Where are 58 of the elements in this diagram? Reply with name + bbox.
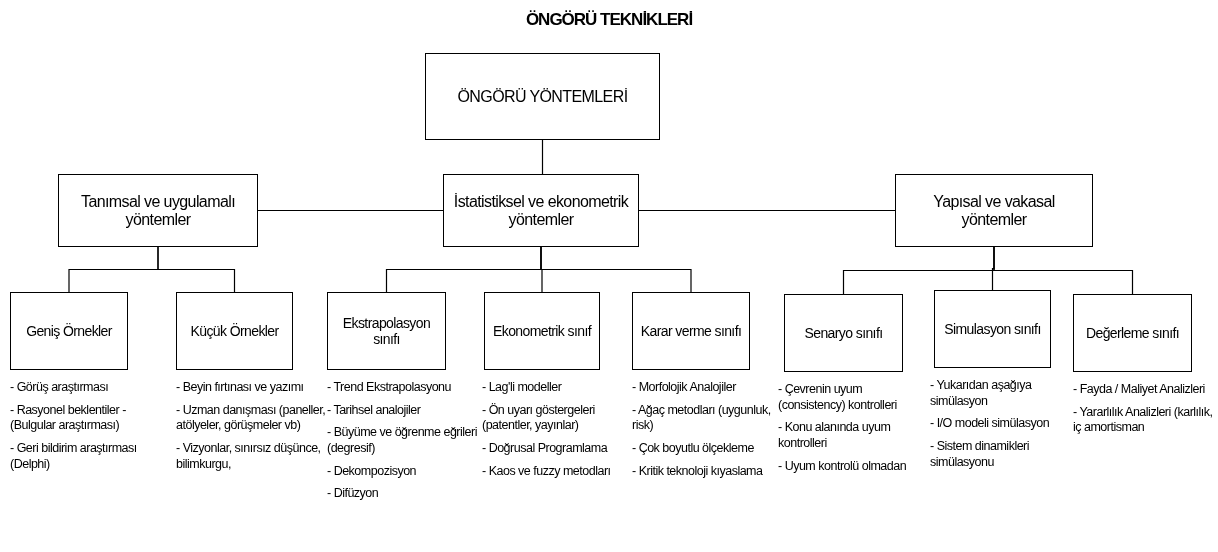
method-list-item: - Geri bildirim araştırması (Delphi) [10, 440, 138, 473]
method-box [176, 292, 293, 370]
method-list-item: - Difüzyon [327, 486, 380, 502]
box-label: Tanımsal ve uygulamalı yöntemler [80, 192, 236, 229]
box-label: Karar verme sınıfı [639, 323, 743, 339]
connector-line [257, 209, 444, 212]
box-label: Ekonometrik sınıf [492, 323, 593, 339]
method-box [934, 290, 1051, 368]
box-label: İstatistiksel ve ekonometrik yöntemler [452, 192, 630, 229]
connector-line [157, 246, 236, 293]
method-box [784, 294, 903, 372]
method-list-item: - Kaos ve fuzzy metodları [482, 463, 612, 480]
method-box [58, 174, 258, 247]
method-list-item: - Büyüme ve öğrenme eğrileri (degresif) [327, 425, 478, 457]
diagram-title: ÖNGÖRÜ TEKNİKLERİ [524, 10, 694, 30]
method-list-item: - Yararlılık Analizleri (karlılık, iç amortisman [1073, 404, 1214, 436]
box-label: ÖNGÖRÜ YÖNTEMLERİ [456, 87, 629, 106]
method-list-item: - Tarihsel analojiler [327, 402, 422, 419]
method-box [327, 292, 446, 370]
method-list-item: - Vizyonlar, sınırsız düşünce, bilimkurgu, [176, 440, 322, 473]
method-list-item: - Sistem dinamikleri simülasyonu [930, 438, 1031, 471]
box-label: Simulasyon sınıfı [943, 321, 1042, 337]
method-list-item: - Uzman danışması (paneller, atölyeler, görüşmeler vb) [176, 402, 326, 434]
method-list-item: - Beyin fırtınası ve yazımı [176, 380, 305, 396]
method-box [10, 292, 128, 370]
method-box [443, 174, 639, 247]
method-box [895, 174, 1093, 247]
method-list-item: - Çok boyutlu ölçekleme [632, 440, 755, 457]
connector-line [638, 209, 896, 212]
connector-line [540, 246, 692, 293]
method-list-item: - Doğrusal Programlama [482, 440, 609, 457]
method-list-item: - Trend Ekstrapolasyonu [327, 380, 452, 396]
method-list-item: - Dekompozisyon [327, 463, 418, 480]
method-box [425, 53, 660, 140]
box-label: Değerleme sınıfı [1084, 325, 1181, 341]
connector-line [541, 139, 544, 175]
method-list-item: - Konu alanında uyum kontrolleri [778, 420, 892, 452]
method-list-item: - Fayda / Maliyet Analizleri [1073, 382, 1206, 398]
connector-line [993, 246, 1134, 295]
method-box [632, 292, 750, 370]
method-list-item: - Kritik teknoloji kıyaslama [632, 463, 764, 480]
method-list-item: - Görüş araştırması [10, 380, 110, 396]
method-box [1073, 294, 1192, 372]
method-list-item: - Morfolojik Analojiler [632, 380, 738, 396]
box-label: Yapısal ve vakasal yöntemler [932, 192, 1056, 229]
box-label: Senaryo sınıfı [803, 325, 884, 341]
method-list-item: - Lag'li modeller [482, 380, 563, 396]
method-list-item: - Ağaç metodları (uygunluk, risk) [632, 402, 772, 434]
method-list-item: - Rasyonel beklentiler - (Bulgular araştırması) [10, 402, 127, 434]
method-list-item: - Yukarıdan aşağıya simülasyon [930, 378, 1033, 410]
box-label: Geniş Örnekler [25, 323, 114, 339]
box-label: Ekstrapolasyon sınıfı [341, 315, 432, 347]
method-list-item: - Ön uyarı göstergeleri (patentler, yayınlar) [482, 402, 596, 434]
method-box [484, 292, 600, 370]
method-list-item: - I/O modeli simülasyon [930, 416, 1051, 432]
method-list-item: - Uyum kontrolü olmadan [778, 458, 908, 475]
box-label: Küçük Örnekler [189, 323, 280, 339]
method-list-item: - Çevrenin uyum (consistency) kontrolleri [778, 382, 898, 414]
